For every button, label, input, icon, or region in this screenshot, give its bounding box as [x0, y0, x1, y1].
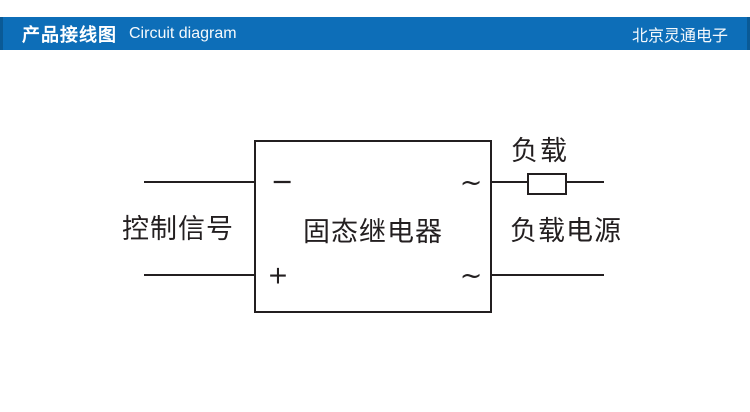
page-title-en: Circuit diagram	[129, 24, 237, 42]
terminal-ac-top: ~	[459, 167, 483, 199]
load-label: 负载	[511, 136, 569, 166]
load-resistor-symbol	[527, 173, 567, 195]
relay-box	[254, 140, 492, 313]
wire-load-return	[492, 274, 604, 276]
wire-control-negative	[144, 181, 254, 183]
header-bar: 产品接线图 Circuit diagram 北京灵通电子	[0, 17, 750, 50]
page-title-zh: 产品接线图	[22, 24, 117, 45]
relay-label: 固态继电器	[303, 217, 443, 247]
terminal-dc-positive: +	[267, 260, 289, 290]
header-right-edge-accent	[747, 17, 750, 50]
header-left-edge-accent	[0, 17, 3, 50]
wire-control-positive	[144, 274, 254, 276]
terminal-ac-bottom: ~	[459, 260, 483, 292]
control-signal-label: 控制信号	[122, 214, 234, 244]
load-power-label: 负载电源	[510, 216, 622, 246]
wire-load-inner	[492, 181, 527, 183]
terminal-dc-negative: −	[270, 166, 294, 198]
wire-load-outer	[567, 181, 604, 183]
company-name: 北京灵通电子	[631, 27, 728, 45]
